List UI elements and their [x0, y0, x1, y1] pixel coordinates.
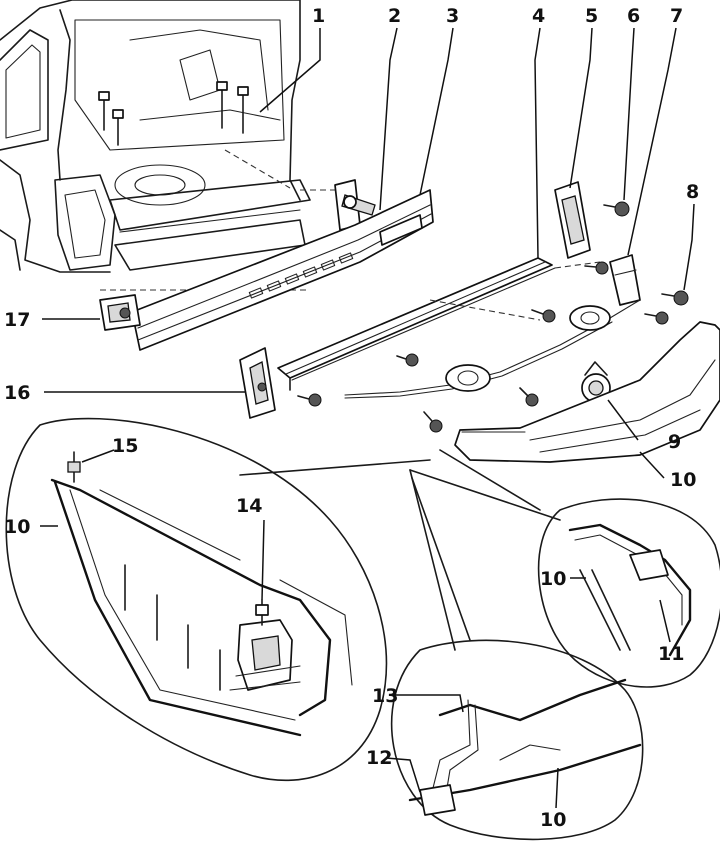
callout-10-right-detail: 10 — [540, 568, 566, 590]
right-bracket — [609, 254, 641, 306]
callout-14: 14 — [236, 495, 262, 517]
detail-view-bottom — [390, 639, 644, 841]
callout-9: 9 — [668, 431, 681, 453]
callout-10-main: 10 — [670, 469, 696, 491]
callout-2: 2 — [388, 5, 401, 27]
wiring-harness — [344, 299, 641, 399]
callout-3: 3 — [446, 5, 459, 27]
detail-view-left — [5, 417, 388, 782]
callout-6: 6 — [627, 5, 640, 27]
screw-icons — [119, 201, 689, 433]
callout-10-left-detail: 10 — [4, 516, 30, 538]
vehicle-rear-body — [0, 0, 345, 319]
callout-10-bottom-detail: 10 — [540, 809, 566, 831]
callout-5: 5 — [585, 5, 598, 27]
screw-8-icon — [661, 290, 689, 306]
callout-13: 13 — [372, 685, 398, 707]
mounting-studs-icon — [98, 81, 249, 146]
right-side-guide — [554, 181, 591, 259]
callout-12: 12 — [366, 747, 392, 769]
callout-4: 4 — [532, 5, 545, 27]
bumper-cover — [454, 321, 720, 463]
callout-11: 11 — [658, 643, 684, 665]
left-side-guide — [239, 347, 276, 419]
callout-1: 1 — [312, 5, 325, 27]
callout-8: 8 — [686, 181, 699, 203]
bumper-carrier-beam — [131, 189, 434, 351]
callout-leaders — [40, 27, 695, 809]
callout-15: 15 — [112, 435, 138, 457]
detail-view-right-upper — [537, 498, 720, 688]
callout-17: 17 — [4, 309, 30, 331]
callout-16: 16 — [4, 382, 30, 404]
zoom-guide-lines — [239, 449, 561, 651]
upper-guide-rail — [277, 257, 601, 391]
callout-labels: 1 2 3 4 5 6 7 8 9 10 10 10 10 11 12 13 1… — [4, 5, 699, 831]
screw-6-icon — [603, 201, 630, 217]
callout-7: 7 — [670, 5, 683, 27]
